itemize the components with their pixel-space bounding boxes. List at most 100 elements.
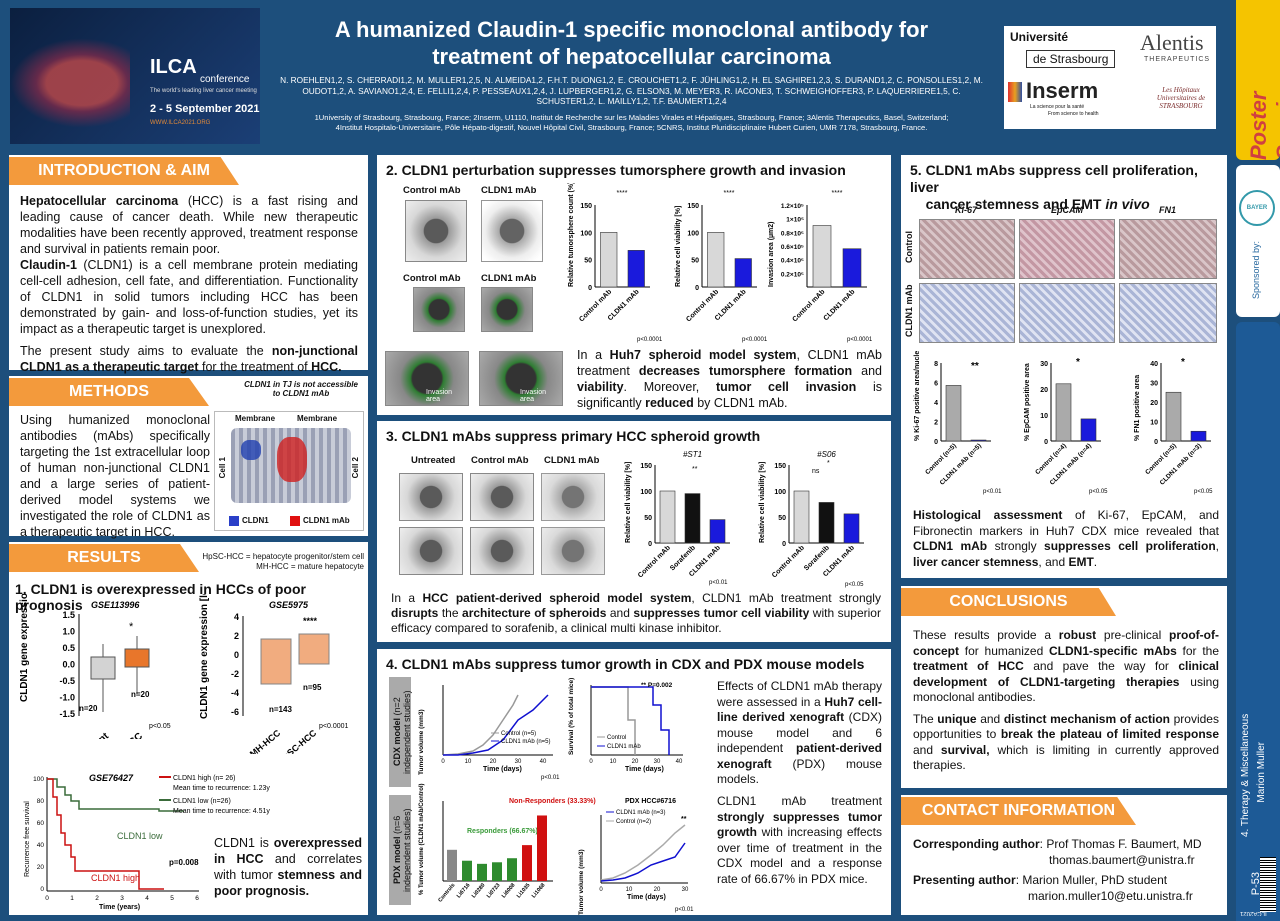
section1-title: 1. CLDN1 is overexpressed in HCCs of poo… [15, 581, 306, 613]
sig-st1: ** [692, 466, 698, 473]
y-tick: 150 [580, 203, 592, 210]
s4-t1b: Huh7 cell-line derived xenograft [717, 694, 882, 725]
s4-t1a: Effects of CLDN1 mAb therapy were assess… [717, 679, 882, 709]
invasion-ctrl-image [413, 287, 465, 332]
x-tick: 1 [70, 895, 74, 902]
note-hpsc: HpSC-HCC = hepatocyte progenitor/stem ce… [202, 552, 364, 561]
poster-id: ILCA2021 [1240, 910, 1267, 916]
s3-tf: architecture of spheroids [462, 606, 607, 620]
pres-name: : Marion Muller, PhD student [1015, 873, 1168, 887]
km-legend-high-time: Mean time to recurrence: 1.23y [173, 785, 270, 792]
corr-name: : Prof Thomas F. Baumert, MD [1039, 837, 1202, 851]
s2-tg: . Moreover, [623, 380, 716, 394]
y-label: Relative tumorsphere count (%) [568, 183, 575, 287]
pdx-bar [447, 849, 457, 881]
results-panel: RESULTS HpSC-HCC = hepatocyte progenitor… [9, 542, 368, 915]
bar [843, 513, 860, 544]
alentis-sub: THERAPEUTICS [1144, 56, 1211, 63]
c-p2h: survival, [940, 742, 990, 757]
conference-tag: The world's leading liver cancer meeting [150, 88, 257, 94]
contact-presenting: Presenting author: Marion Muller, PhD st… [913, 873, 1223, 904]
y-tick: 30 [1040, 361, 1048, 368]
bar [709, 519, 726, 544]
s5-tb: of Ki-67, EpCAM, and Fibronectin markers… [913, 508, 1220, 538]
conference-url[interactable]: WWW.ILCA2021.ORG [150, 120, 211, 126]
star-gse113996: * [129, 621, 134, 633]
intro-p3b: non-junctional CLDN1 as a therapeutic ta… [20, 344, 358, 374]
y-tick: -4 [231, 688, 239, 698]
gse76427-label: GSE76427 [89, 773, 134, 783]
s5-row-cldn: CLDN1 mAb [904, 284, 914, 337]
invasion-label-1: Invasion area [426, 389, 453, 403]
s5-title-2: cancer stemness and EMT [925, 196, 1106, 212]
y-tick: 100 [687, 230, 699, 237]
boxplot-gse113996: GSE113996 CLDN1 gene expression [log2 ra… [19, 594, 171, 739]
pdx-label-box: PDX model (n=6 independent studies) [389, 795, 412, 905]
y-tick: 8 [934, 361, 938, 368]
intro-p2: (CLDN1) is a cell membrane protein media… [20, 258, 358, 336]
s3-label-cldn: CLDN1 mAb [544, 455, 600, 466]
c-p2i: which is limiting in currently approved … [913, 742, 1219, 773]
sponsor-panel: BAYER Sponsored by: [1236, 165, 1280, 317]
surv-x-tick: 40 [676, 759, 683, 765]
poster-title: A humanized Claudin-1 specific monoclona… [334, 17, 929, 69]
y-tick: 0 [588, 285, 592, 292]
pres-label: Presenting author [913, 873, 1016, 887]
cell1-label: Cell 1 [218, 457, 227, 479]
inserm-logo: Inserm [1026, 78, 1099, 103]
section2-title: 2. CLDN1 perturbation suppresses tumorsp… [386, 162, 846, 178]
sig-fn1: * [1181, 357, 1185, 368]
s5-ti: EMT [1068, 554, 1094, 569]
c-p2f: break the plateau of limited response [1000, 727, 1220, 741]
s2-tj: reduced [645, 396, 694, 410]
y-label: Relative cell viability [%] [675, 206, 682, 287]
pdx-resp-label: Responders (66.67%) [467, 828, 538, 835]
surv-cldn-line [591, 686, 670, 755]
pdx6716-xlabel: Time (days) [627, 894, 666, 901]
pres-email[interactable]: marion.muller10@etu.unistra.fr [1028, 888, 1193, 903]
cldn1-structure [241, 440, 261, 460]
section3-text: In a HCC patient-derived spheroid model … [391, 591, 881, 636]
bar [1055, 383, 1072, 442]
surv-x-tick: 0 [589, 759, 593, 765]
s5-th: , and [1038, 554, 1069, 569]
y-tick: 50 [691, 258, 699, 265]
pdx6716-x-tick: 0 [599, 887, 603, 893]
barcode-icon [1260, 857, 1276, 912]
pdx-tick-label: Li6008 [501, 882, 517, 899]
methods-text: Using humanized monoclonal antibodies (m… [20, 413, 210, 539]
pdx-tick-label: Li0723 [486, 882, 502, 899]
intro-panel: INTRODUCTION & AIM Hepatocellular carcin… [9, 155, 368, 374]
bar [600, 232, 618, 288]
x-tick: 3 [120, 895, 124, 902]
inserm-icon [1008, 82, 1022, 102]
s2-label-cldn2: CLDN1 mAb [481, 273, 537, 284]
spheroid-ctrl-1 [470, 473, 534, 521]
boxplot2-ylabel: CLDN1 gene expression [log2 ratio] [199, 594, 210, 719]
c-k: using monoclonal antibodies. [913, 674, 1219, 705]
y-tick: -1.5 [59, 709, 75, 719]
section4-text-1: Effects of CLDN1 mAb therapy were assess… [717, 679, 882, 788]
s1-text-c: and correlates with tumor [214, 852, 362, 882]
section5-title: 5. CLDN1 mAbs suppress cell proliferatio… [910, 162, 1220, 213]
bar [842, 248, 862, 288]
s2-td: decreases tumorsphere formation [638, 364, 853, 378]
x-tick: 5 [170, 895, 174, 902]
bar [970, 439, 987, 442]
y-tick: 1.2×10⁵ [781, 203, 804, 210]
pdx-ylabel: % Tumor volume (CLDN1 mAb/Control) [419, 783, 425, 895]
fn1-cldn-image [1119, 283, 1217, 343]
pdx6716-sig: ** [681, 816, 687, 823]
corr-email[interactable]: thomas.baumert@unistra.fr [1049, 852, 1195, 867]
surv-p: ** P=0.002 [641, 682, 673, 689]
s4-t1e: (PDX) mouse models. [717, 756, 882, 787]
conclusions-heading: CONCLUSIONS [901, 588, 1116, 616]
cdx-label: CDX model [392, 718, 402, 767]
contact-corresponding: Corresponding author: Prof Thomas F. Bau… [913, 837, 1223, 868]
y-tick: 100 [640, 489, 652, 496]
c-a: These results provide a [913, 628, 1059, 642]
header-panel: A humanized Claudin-1 specific monoclona… [264, 12, 999, 142]
pdx-tick-label: Li6716 [456, 882, 472, 899]
boxplot-gse5975: GSE5975 CLDN1 gene expression [log2 rati… [199, 594, 348, 754]
